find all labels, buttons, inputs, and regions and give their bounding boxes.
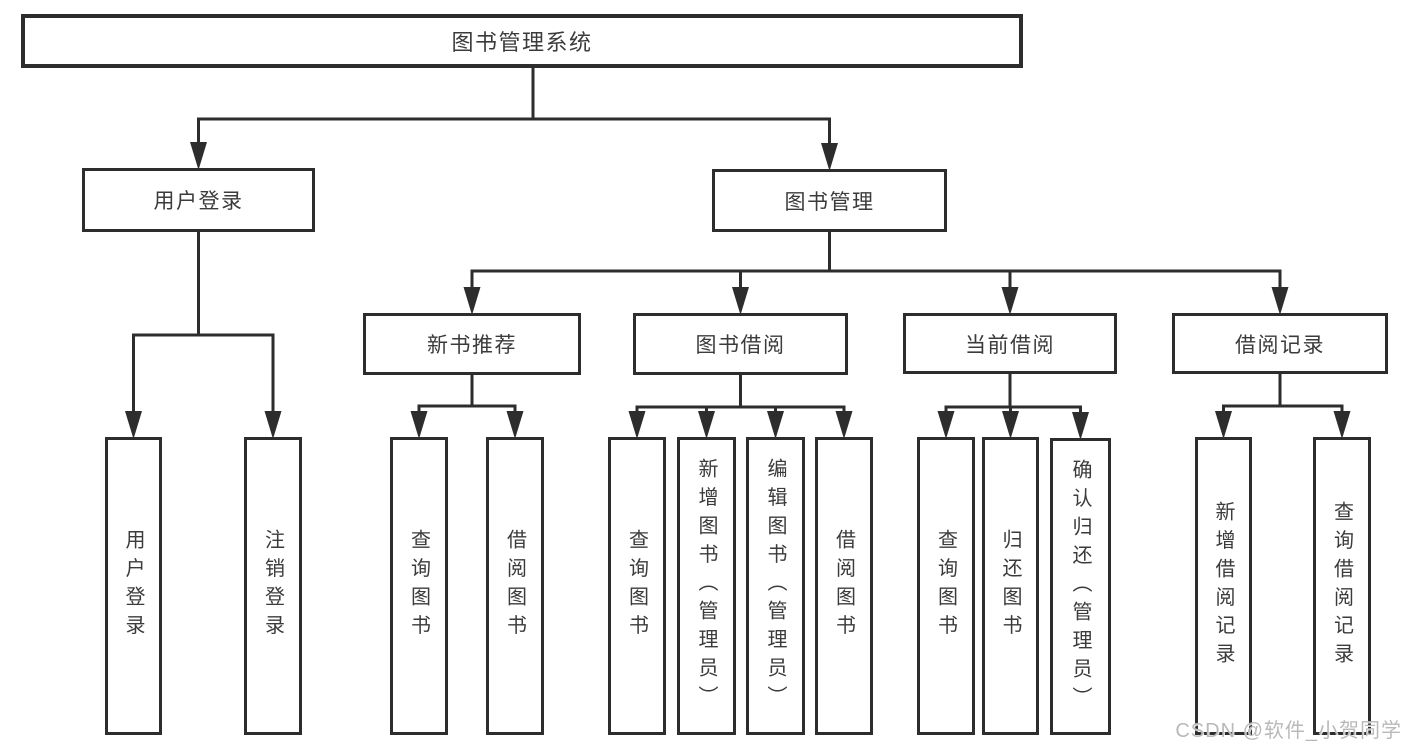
arrowhead-icon <box>835 411 853 439</box>
arrowhead-icon <box>698 411 715 439</box>
node-leaf-add-record: 新增借阅记录 <box>1195 437 1252 735</box>
node-leaf-logout: 注销登录 <box>244 437 302 735</box>
node-leaf-confirm-return: 确认归还（管理员） <box>1050 438 1111 735</box>
node-leaf-borrow-book-2: 借阅图书 <box>815 437 873 735</box>
node-leaf-borrow-book-1: 借阅图书 <box>486 437 544 735</box>
arrowhead-icon <box>628 411 646 439</box>
arrowhead-icon <box>190 142 207 170</box>
node-book-borrow: 图书借阅 <box>633 313 848 375</box>
arrowhead-icon <box>506 411 524 439</box>
arrowhead-icon <box>463 287 481 315</box>
arrowhead-icon <box>767 411 784 439</box>
node-leaf-query-book-1: 查询图书 <box>390 437 448 735</box>
node-book-mgmt: 图书管理 <box>712 169 947 232</box>
arrowhead-icon <box>821 143 838 171</box>
arrowhead-icon <box>1333 411 1351 439</box>
node-new-book-rec: 新书推荐 <box>363 313 581 375</box>
node-leaf-return-book: 归还图书 <box>982 437 1039 735</box>
arrowhead-icon <box>1215 411 1232 439</box>
node-leaf-add-book: 新增图书（管理员） <box>677 437 736 735</box>
arrowhead-icon <box>410 411 428 439</box>
arrowhead-icon <box>1001 287 1019 315</box>
node-leaf-user-login: 用户登录 <box>105 437 162 735</box>
arrowhead-icon <box>1002 411 1019 439</box>
node-leaf-query-record: 查询借阅记录 <box>1313 437 1371 735</box>
node-borrow-record: 借阅记录 <box>1172 313 1388 374</box>
node-leaf-query-book-2: 查询图书 <box>608 437 666 735</box>
node-root: 图书管理系统 <box>21 14 1023 68</box>
node-leaf-edit-book: 编辑图书（管理员） <box>746 437 805 735</box>
node-current-borrow: 当前借阅 <box>903 313 1117 374</box>
arrowhead-icon <box>732 287 749 315</box>
node-user-login: 用户登录 <box>82 168 315 232</box>
arrowhead-icon <box>264 411 282 439</box>
arrowhead-icon <box>1271 287 1289 315</box>
node-leaf-query-book-3: 查询图书 <box>917 437 975 735</box>
arrowhead-icon <box>1072 412 1089 440</box>
arrowhead-icon <box>125 411 142 439</box>
arrowhead-icon <box>937 411 955 439</box>
